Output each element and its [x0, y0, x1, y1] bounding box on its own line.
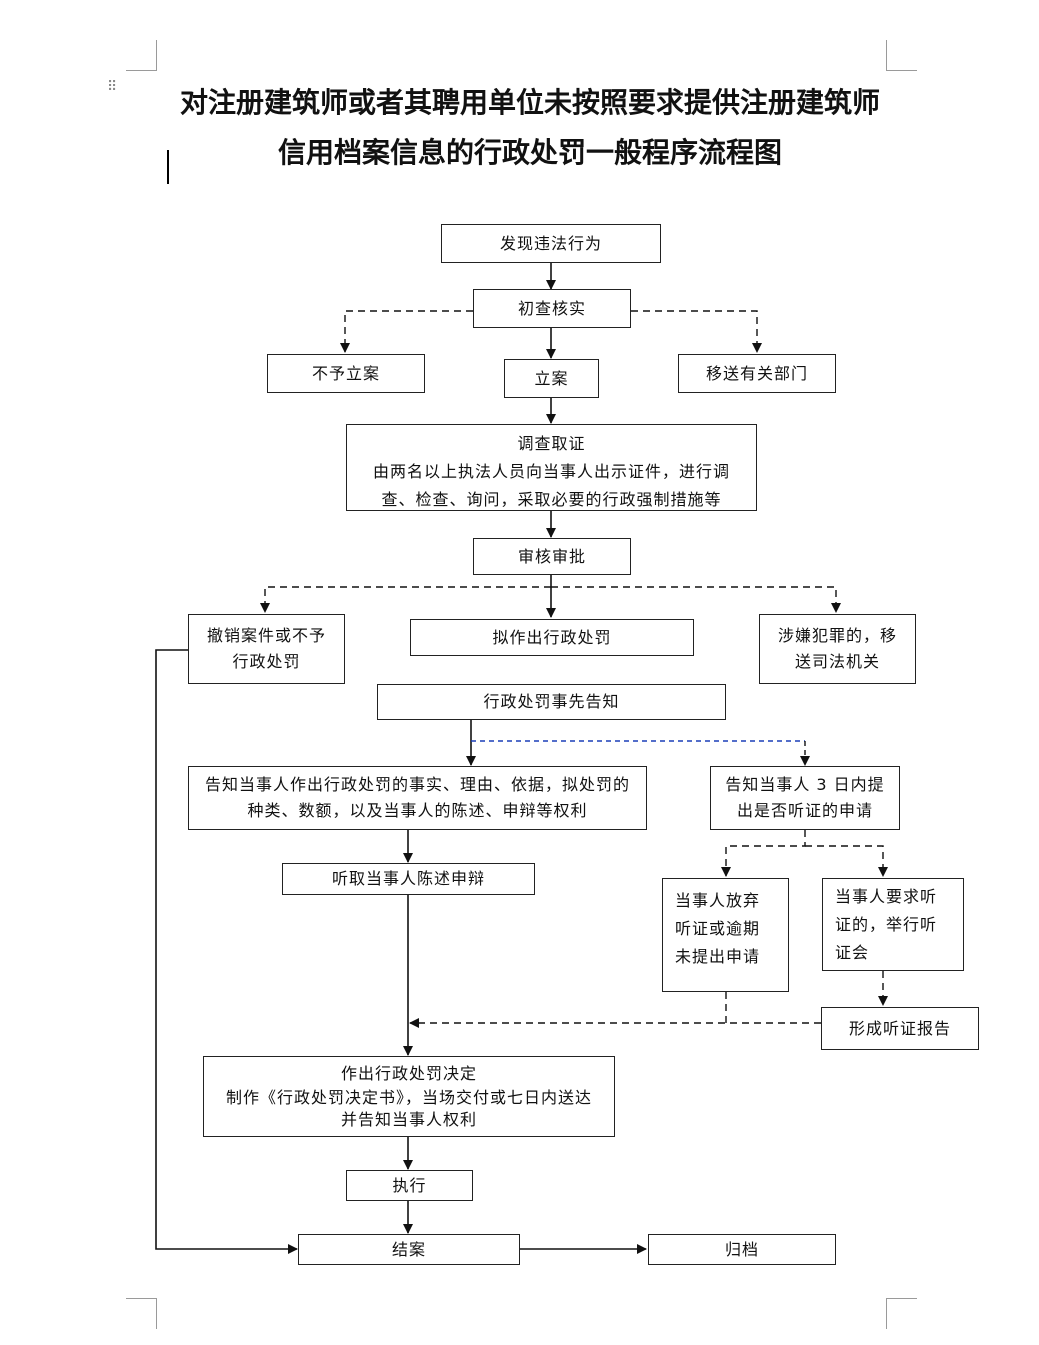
node-revoke[interactable]: 撤销案件或不予 行政处罚	[188, 614, 345, 684]
node-waive-hearing-line-3: 未提出申请	[675, 947, 761, 966]
dashed-review-to-criminal	[551, 586, 841, 613]
node-criminal[interactable]: 涉嫌犯罪的，移 送司法机关	[759, 614, 916, 684]
node-hearing-report[interactable]: 形成听证报告	[821, 1007, 979, 1050]
node-notify-hearing-line-1: 告知当事人 3 日内提	[725, 775, 885, 794]
arrow-revoke-to-close	[155, 649, 298, 1254]
page-corner-mark-bottom-right	[886, 1298, 917, 1329]
title-line-1: 对注册建筑师或者其聘用单位未按照要求提供注册建筑师	[179, 86, 880, 119]
node-revoke-line-1: 撤销案件或不予	[206, 626, 326, 645]
node-file-case[interactable]: 立案	[504, 359, 599, 398]
page-corner-mark-top-right	[886, 40, 917, 71]
node-investigate-line-2: 查、检查、询问，采取必要的行政强制措施等	[381, 490, 722, 509]
drag-handle-icon[interactable]: ⠿	[107, 79, 119, 95]
node-waive-hearing-line-2: 听证或逾期	[675, 919, 761, 938]
node-waive-hearing[interactable]: 当事人放弃 听证或逾期 未提出申请	[662, 878, 789, 992]
node-prior-notice[interactable]: 行政处罚事先告知	[377, 684, 726, 720]
node-decision-line-3: 并告知当事人权利	[340, 1109, 477, 1129]
node-discover-label: 发现违法行为	[499, 233, 602, 253]
dashed-hearing-to-request	[805, 845, 888, 877]
node-no-case-label: 不予立案	[311, 363, 380, 383]
node-execute-label: 执行	[392, 1175, 427, 1195]
dashed-hearing-to-waive	[721, 830, 806, 877]
node-propose-penalty[interactable]: 拟作出行政处罚	[410, 619, 694, 656]
node-notify-hearing-line-2: 出是否听证的申请	[736, 801, 873, 820]
dashed-review-to-revoke	[260, 586, 551, 613]
node-close-case[interactable]: 结案	[298, 1234, 520, 1265]
node-decision-line-2: 制作《行政处罚决定书》，当场交付或七日内送达	[225, 1087, 592, 1107]
node-file-case-label: 立案	[534, 368, 569, 388]
node-criminal-line-1: 涉嫌犯罪的，移	[777, 626, 897, 645]
node-execute[interactable]: 执行	[346, 1170, 473, 1201]
node-investigate-line-1: 由两名以上执法人员向当事人出示证件，进行调	[372, 462, 730, 481]
node-archive-label: 归档	[724, 1239, 759, 1259]
node-archive[interactable]: 归档	[648, 1234, 836, 1265]
dashed-check-to-no-case	[340, 310, 473, 353]
page-title: 对注册建筑师或者其聘用单位未按照要求提供注册建筑师 信用档案信息的行政处罚一般程…	[120, 78, 940, 178]
node-criminal-line-2: 送司法机关	[794, 652, 880, 671]
node-review-label: 审核审批	[517, 546, 586, 566]
node-hear-statement[interactable]: 听取当事人陈述申辩	[282, 863, 535, 895]
node-investigate[interactable]: 调查取证 由两名以上执法人员向当事人出示证件，进行调 查、检查、询问，采取必要的…	[346, 424, 757, 511]
node-hearing-report-label: 形成听证报告	[848, 1018, 951, 1038]
node-request-hearing-line-3: 证会	[835, 943, 870, 962]
node-notify-hearing[interactable]: 告知当事人 3 日内提 出是否听证的申请	[710, 766, 900, 830]
node-waive-hearing-line-1: 当事人放弃	[675, 891, 761, 910]
text-cursor	[167, 150, 169, 184]
node-transfer-dept[interactable]: 移送有关部门	[678, 354, 836, 393]
node-notify-facts[interactable]: 告知当事人作出行政处罚的事实、理由、依据，拟处罚的 种类、数额，以及当事人的陈述…	[188, 766, 647, 830]
node-investigate-title: 调查取证	[517, 434, 586, 453]
node-no-case[interactable]: 不予立案	[267, 354, 425, 393]
node-preliminary-check[interactable]: 初查核实	[473, 289, 631, 328]
node-hear-statement-label: 听取当事人陈述申辩	[331, 869, 485, 888]
node-request-hearing-line-2: 证的，举行听	[835, 915, 938, 934]
node-request-hearing[interactable]: 当事人要求听 证的，举行听 证会	[822, 878, 964, 971]
node-propose-penalty-label: 拟作出行政处罚	[492, 627, 612, 647]
node-review[interactable]: 审核审批	[473, 538, 631, 575]
dashed-check-to-transfer	[631, 310, 762, 353]
node-decision-line-1: 作出行政处罚决定	[340, 1063, 477, 1083]
node-close-case-label: 结案	[391, 1239, 426, 1259]
node-decision[interactable]: 作出行政处罚决定 制作《行政处罚决定书》，当场交付或七日内送达 并告知当事人权利	[203, 1056, 615, 1137]
node-request-hearing-line-1: 当事人要求听	[835, 887, 938, 906]
node-discover[interactable]: 发现违法行为	[441, 224, 661, 263]
node-prior-notice-label: 行政处罚事先告知	[483, 692, 620, 711]
node-notify-facts-line-2: 种类、数额，以及当事人的陈述、申辩等权利	[247, 801, 588, 820]
node-preliminary-check-label: 初查核实	[517, 298, 586, 318]
title-line-2: 信用档案信息的行政处罚一般程序流程图	[277, 136, 782, 169]
node-notify-facts-line-1: 告知当事人作出行政处罚的事实、理由、依据，拟处罚的	[204, 775, 630, 794]
node-revoke-line-2: 行政处罚	[232, 652, 301, 671]
page-corner-mark-bottom-left	[126, 1298, 157, 1329]
page-corner-mark-top-left	[126, 40, 157, 71]
node-transfer-dept-label: 移送有关部门	[705, 363, 808, 383]
